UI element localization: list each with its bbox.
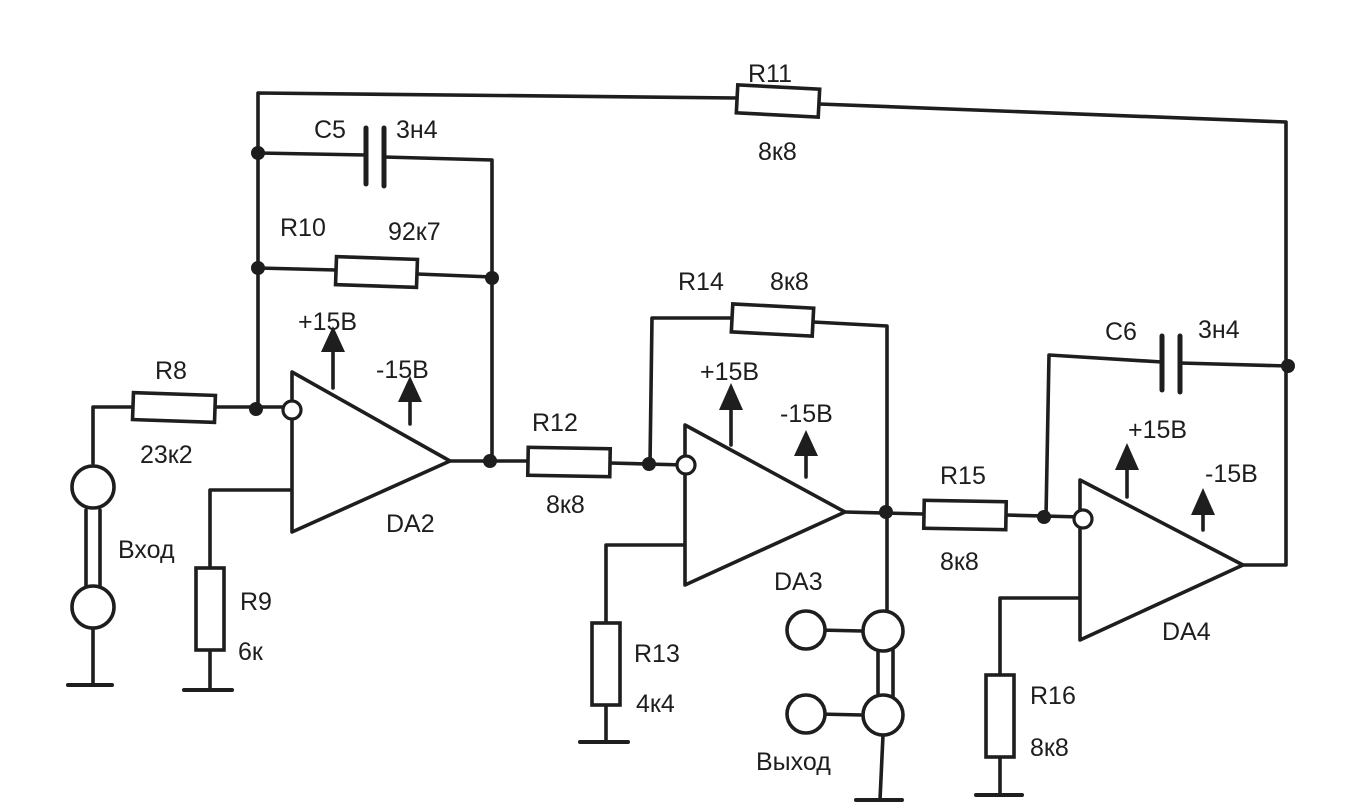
label-vminus-da3: -15В: [780, 400, 833, 428]
label-c5: C5: [314, 116, 346, 144]
resistor-r12: [525, 445, 613, 479]
junction-dot: [251, 146, 265, 160]
opamp-da2: [281, 326, 452, 534]
value-r16: 8к8: [1030, 734, 1069, 762]
output-terminal: [785, 609, 827, 651]
label-r15: R15: [940, 462, 986, 490]
label-da3: DA3: [774, 568, 823, 596]
value-c6: 3н4: [1198, 316, 1240, 344]
label-r9: R9: [240, 588, 272, 616]
junction-dot: [879, 505, 893, 519]
arrow-up-icon: [794, 430, 818, 456]
output-terminal: [861, 609, 905, 653]
resistor-r16: [984, 673, 1016, 759]
resistor-r10: [333, 254, 420, 290]
resistor-r8: [130, 390, 218, 425]
capacitor-c5: [363, 125, 387, 189]
output-terminal: [785, 693, 827, 735]
label-vplus-da4: +15В: [1128, 416, 1187, 444]
value-r10: 92к7: [388, 218, 441, 246]
value-r12: 8к8: [546, 491, 585, 519]
label-r13: R13: [634, 640, 680, 668]
label-vplus-da3: +15В: [700, 358, 759, 386]
input-terminal: [70, 464, 116, 510]
resistors: [130, 82, 1016, 759]
label-output: Выход: [756, 748, 831, 776]
input-terminal: [70, 584, 116, 630]
label-r16: R16: [1030, 682, 1076, 710]
arrow-up-icon: [1115, 443, 1139, 470]
resistor-r11: [734, 82, 822, 120]
opamp-da3: [675, 383, 847, 587]
junction-dot: [249, 402, 263, 416]
arrow-up-icon: [719, 383, 743, 410]
label-vminus-da2: -15В: [376, 356, 429, 384]
label-da4: DA4: [1162, 618, 1211, 646]
value-r14: 8к8: [770, 268, 809, 296]
resistor-r14: [729, 302, 816, 339]
label-r14: R14: [678, 268, 724, 296]
junction-dot: [1037, 510, 1051, 524]
inverting-input-bubble: [281, 399, 303, 421]
label-input: Вход: [118, 536, 175, 564]
capacitor-c6: [1159, 333, 1183, 395]
label-da2: DA2: [386, 510, 435, 538]
label-vplus-da2: +15В: [298, 308, 357, 336]
value-r15: 8к8: [940, 548, 979, 576]
labels: R11 8к8 C5 3н4 R10 92к7 +15В -15В R8 23к…: [118, 60, 1258, 776]
value-c5: 3н4: [396, 116, 438, 144]
junction-dot: [1281, 359, 1295, 373]
inverting-input-bubble: [675, 454, 697, 476]
arrow-up-icon: [1191, 488, 1215, 515]
output-terminals: [785, 609, 905, 737]
label-c6: C6: [1105, 318, 1137, 346]
value-r13: 4к4: [636, 690, 675, 718]
junction-dot: [642, 457, 656, 471]
junctions: [249, 146, 1295, 524]
junction-dot: [485, 271, 499, 285]
value-r8: 23к2: [140, 441, 193, 469]
label-r12: R12: [532, 409, 578, 437]
opamp-da4: [1072, 443, 1245, 642]
input-terminals: [70, 464, 116, 630]
value-r11: 8к8: [758, 138, 797, 166]
value-r9: 6к: [238, 638, 264, 666]
label-r8: R8: [155, 357, 187, 385]
label-r11: R11: [748, 60, 792, 88]
output-terminal: [861, 693, 905, 737]
junction-dot: [251, 261, 265, 275]
resistor-r9: [194, 566, 226, 652]
resistor-r13: [590, 621, 622, 707]
label-r10: R10: [280, 214, 326, 242]
resistor-r15: [921, 498, 1009, 532]
wires: [84, 91, 1290, 802]
inverting-input-bubble: [1072, 508, 1094, 530]
arrow-up-icon: [398, 376, 422, 402]
junction-dot: [483, 454, 497, 468]
grounds: [66, 683, 1024, 802]
arrow-up-icon: [321, 326, 345, 352]
label-vminus-da4: -15В: [1205, 460, 1258, 488]
